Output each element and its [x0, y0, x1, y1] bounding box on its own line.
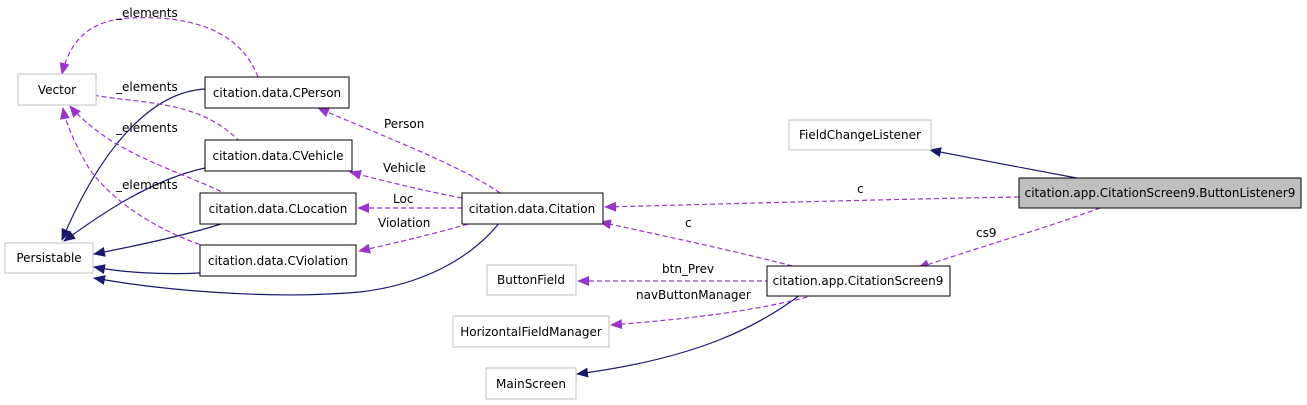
edge-label-nav-button-manager: navButtonManager — [636, 288, 751, 302]
node-vector[interactable]: Vector — [17, 73, 97, 106]
node-buttonlistener9-label: citation.app.CitationScreen9.ButtonListe… — [1025, 186, 1296, 200]
node-citation[interactable]: citation.data.Citation — [461, 192, 604, 225]
node-buttonlistener9[interactable]: citation.app.CitationScreen9.ButtonListe… — [1018, 177, 1302, 209]
edge-buttonlistener9-citation — [604, 196, 1020, 212]
node-mainscreen[interactable]: MainScreen — [485, 367, 577, 400]
edge-citationscreen9-mainscreen — [576, 294, 801, 378]
edge-label-loc: Loc — [393, 192, 413, 206]
node-citationscreen9[interactable]: citation.app.CitationScreen9 — [766, 265, 951, 297]
edge-label-clocation-elements: _elements — [115, 121, 178, 135]
node-cvehicle[interactable]: citation.data.CVehicle — [204, 139, 353, 172]
node-horizontalfieldmanager-label: HorizontalFieldManager — [460, 325, 602, 339]
node-citation-label: citation.data.Citation — [469, 202, 595, 216]
edge-label-violation: Violation — [378, 216, 430, 230]
node-horizontalfieldmanager[interactable]: HorizontalFieldManager — [452, 315, 610, 348]
node-mainscreen-label: MainScreen — [496, 377, 566, 391]
node-buttonfield-label: ButtonField — [497, 273, 565, 287]
edge-cperson-vector — [59, 17, 259, 78]
edge-clocation-vector — [69, 105, 229, 196]
edge-label-cs9: cs9 — [976, 226, 996, 240]
node-vector-label: Vector — [38, 83, 76, 97]
edge-buttonlistener9-fieldchangelistener — [929, 147, 1083, 180]
edge-label-vehicle: Vehicle — [383, 161, 426, 175]
edge-label-btn-prev: btn_Prev — [662, 262, 714, 276]
node-clocation[interactable]: citation.data.CLocation — [199, 192, 357, 225]
node-persistable[interactable]: Persistable — [4, 242, 94, 274]
edge-label-cvehicle-elements: _elements — [115, 80, 178, 94]
edge-label-cperson-elements: _elements — [115, 6, 178, 20]
edge-cviolation-persistable — [93, 264, 201, 275]
edge-label-c-screen: c — [685, 216, 692, 230]
edge-cperson-persistable — [61, 88, 206, 241]
node-cviolation[interactable]: citation.data.CViolation — [199, 244, 357, 277]
edge-clocation-persistable — [93, 220, 231, 257]
node-citationscreen9-label: citation.app.CitationScreen9 — [773, 274, 944, 288]
edge-label-c-listener: c — [857, 182, 864, 196]
node-clocation-label: citation.data.CLocation — [209, 202, 348, 216]
node-cviolation-label: citation.data.CViolation — [208, 254, 348, 268]
node-fieldchangelistener[interactable]: FieldChangeListener — [788, 119, 932, 151]
node-fieldchangelistener-label: FieldChangeListener — [799, 128, 921, 142]
edge-buttonlistener9-citationscreen9 — [917, 207, 1101, 270]
edge-label-person: Person — [384, 117, 424, 131]
edge-label-cviolation-elements: _elements — [115, 178, 178, 192]
edge-citation-persistable — [93, 221, 501, 296]
edge-citationscreen9-horizontalfieldmanager — [610, 294, 816, 330]
edge-cvehicle-persistable — [63, 167, 206, 242]
node-cperson[interactable]: citation.data.CPerson — [204, 76, 350, 109]
edge-citation-cviolation — [358, 223, 469, 254]
node-cperson-label: citation.data.CPerson — [213, 86, 341, 100]
edge-citation-cperson — [317, 107, 501, 194]
node-cvehicle-label: citation.data.CVehicle — [213, 149, 344, 163]
node-buttonfield[interactable]: ButtonField — [486, 264, 577, 296]
edge-cviolation-vector — [59, 107, 208, 248]
node-persistable-label: Persistable — [16, 251, 81, 265]
edge-citation-cvehicle — [349, 170, 463, 199]
